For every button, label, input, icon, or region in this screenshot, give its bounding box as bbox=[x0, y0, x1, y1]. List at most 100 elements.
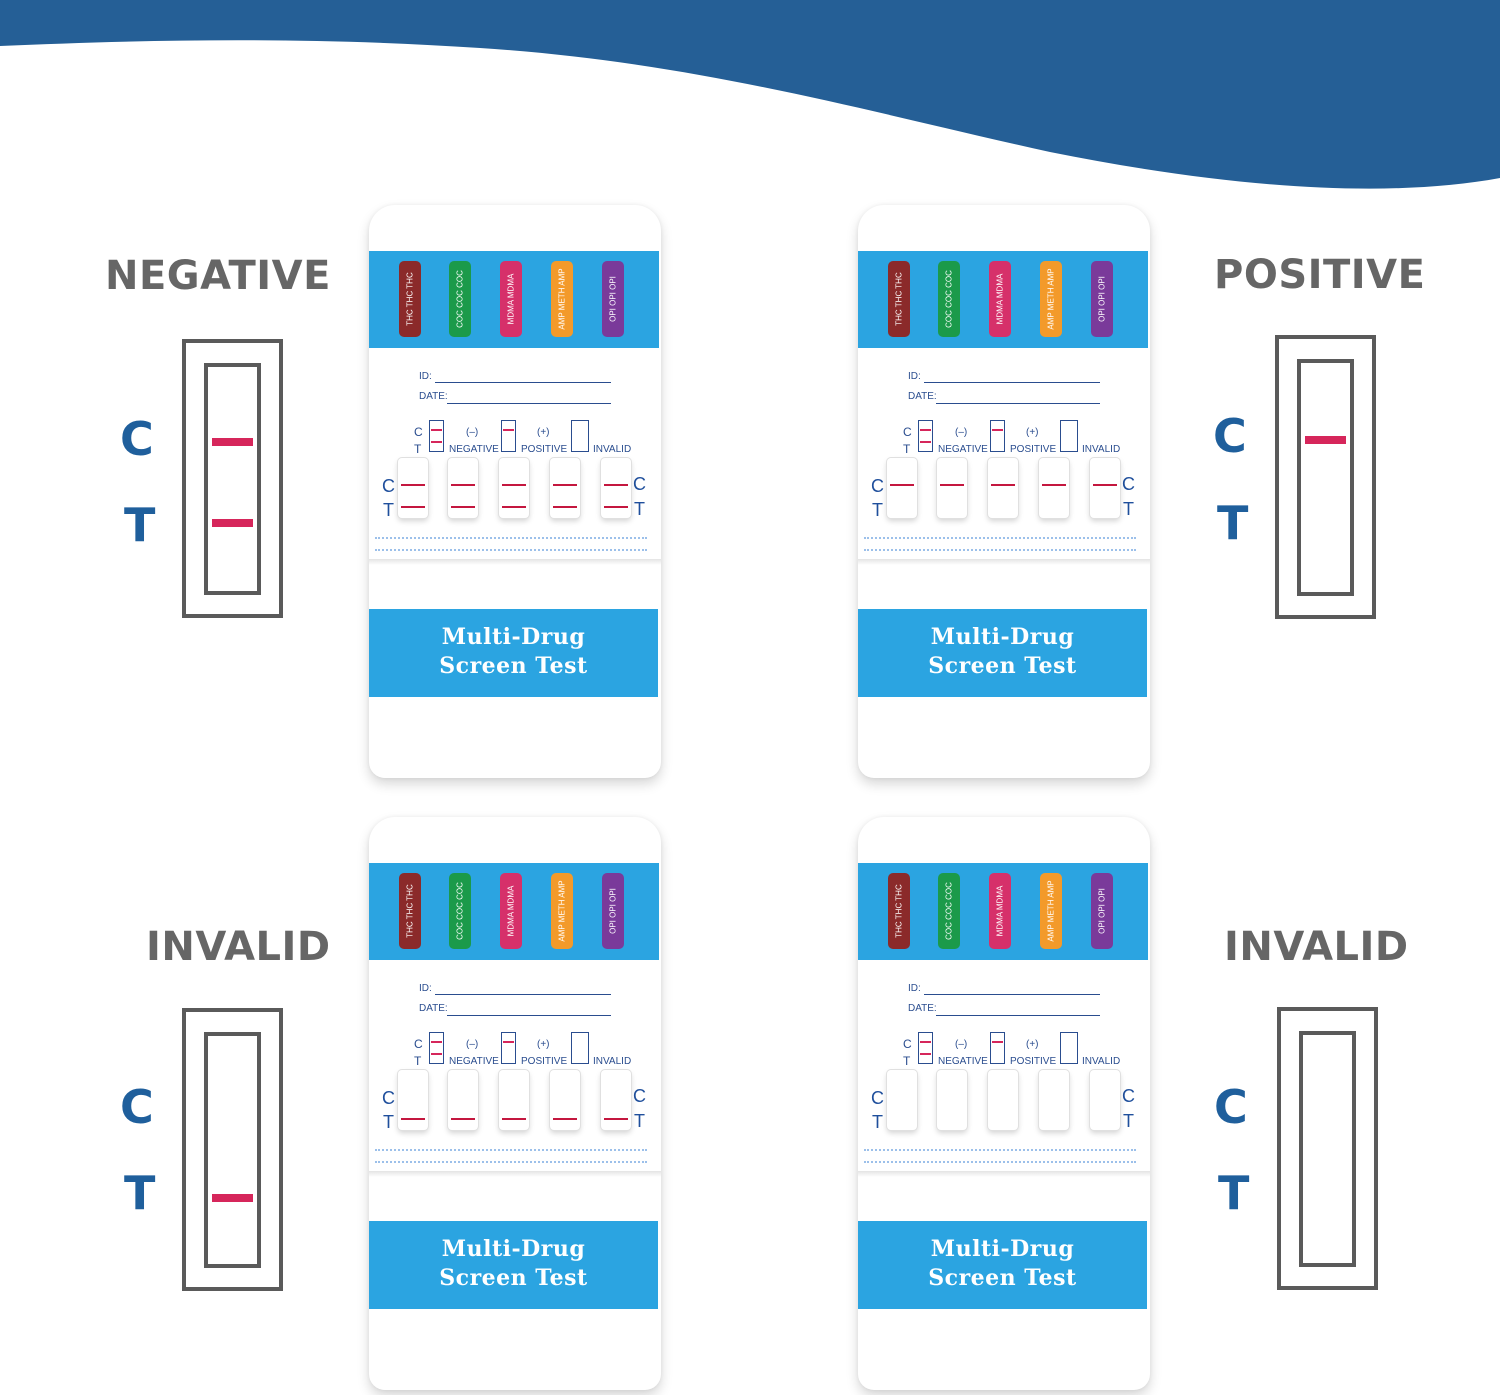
drug-strip: MDMA MDMA bbox=[500, 873, 522, 949]
invalid-left-t-line bbox=[212, 1194, 253, 1202]
device-step bbox=[858, 559, 1150, 565]
key-negative-box bbox=[918, 420, 933, 452]
result-window bbox=[499, 458, 529, 518]
side-c-right: C bbox=[633, 474, 646, 494]
header-wave bbox=[0, 0, 1500, 189]
product-name-line1: Multi-Drug bbox=[930, 624, 1075, 650]
key-invalid-label: INVALID bbox=[593, 444, 632, 455]
window-t-line bbox=[502, 1118, 526, 1120]
key-invalid-label: INVALID bbox=[1082, 1056, 1121, 1067]
key-positive-sign: (+) bbox=[1026, 427, 1039, 438]
key-t: T bbox=[903, 1054, 911, 1068]
invalid-left-c-letter: C bbox=[120, 1080, 154, 1134]
key-c: C bbox=[903, 1037, 912, 1051]
dotted-guide bbox=[864, 549, 1136, 551]
drug-strip: AMP METH AMP bbox=[551, 873, 573, 949]
key-positive-label: POSITIVE bbox=[1010, 1056, 1057, 1067]
drug-strip: AMP METH AMP bbox=[1040, 873, 1062, 949]
result-window bbox=[1039, 458, 1069, 518]
result-window bbox=[499, 1070, 529, 1130]
product-name-line1: Multi-Drug bbox=[441, 624, 586, 650]
key-positive-label: POSITIVE bbox=[521, 444, 568, 455]
negative-title: NEGATIVE bbox=[105, 253, 331, 299]
result-window bbox=[448, 458, 478, 518]
drug-strip: MDMA MDMA bbox=[989, 261, 1011, 337]
result-window bbox=[398, 458, 428, 518]
negative-diagram bbox=[182, 339, 283, 618]
key-positive-label: POSITIVE bbox=[521, 1056, 568, 1067]
key-positive-sign: (+) bbox=[1026, 1039, 1039, 1050]
product-name-line1: Multi-Drug bbox=[441, 1236, 586, 1262]
side-c-right: C bbox=[1122, 1086, 1135, 1106]
key-invalid-box bbox=[1060, 1032, 1078, 1064]
drug-strip: COC COC COC bbox=[449, 873, 471, 949]
key-invalid-box bbox=[1060, 420, 1078, 452]
device-step bbox=[369, 559, 661, 565]
invalid-left-title: INVALID bbox=[146, 924, 331, 970]
drug-strip: OPI OPI OPI bbox=[602, 261, 624, 337]
drug-strip: AMP METH AMP bbox=[1040, 261, 1062, 337]
window-c-line bbox=[451, 484, 475, 486]
window-c-line bbox=[1093, 484, 1117, 486]
key-negative-box bbox=[918, 1032, 933, 1064]
drug-strip-label: MDMA MDMA bbox=[995, 885, 1005, 937]
result-window bbox=[1090, 1070, 1120, 1130]
drug-strip: OPI OPI OPI bbox=[1091, 873, 1113, 949]
result-window bbox=[601, 458, 631, 518]
dotted-guide bbox=[375, 1161, 647, 1163]
window-t-line bbox=[604, 1118, 628, 1120]
drug-strip: THC THC THC bbox=[888, 261, 910, 337]
window-c-line bbox=[940, 484, 964, 486]
invalid-right-diagram bbox=[1277, 1007, 1378, 1290]
negative-c-line bbox=[212, 438, 253, 446]
date-line bbox=[447, 1015, 611, 1016]
invalid-right-c-letter: C bbox=[1214, 1080, 1248, 1134]
side-t-left: T bbox=[872, 1112, 883, 1132]
result-window bbox=[937, 458, 967, 518]
key-positive-sign: (+) bbox=[537, 427, 550, 438]
drug-strip-label: COC COC COC bbox=[944, 882, 954, 940]
drug-strip-label: THC THC THC bbox=[405, 884, 415, 938]
key-negative-box bbox=[429, 1032, 444, 1064]
negative-c-letter: C bbox=[120, 412, 154, 466]
drug-strip: THC THC THC bbox=[888, 873, 910, 949]
drug-strip-label: OPI OPI OPI bbox=[608, 888, 618, 934]
window-c-line bbox=[401, 484, 425, 486]
side-c-left: C bbox=[871, 1088, 884, 1108]
window-c-line bbox=[1042, 484, 1066, 486]
result-window bbox=[988, 1070, 1018, 1130]
id-label: ID: bbox=[908, 983, 921, 994]
window-t-line bbox=[451, 506, 475, 508]
key-positive-label: POSITIVE bbox=[1010, 444, 1057, 455]
positive-strip bbox=[1297, 359, 1354, 596]
date-label: DATE: bbox=[419, 1003, 448, 1014]
id-line bbox=[924, 994, 1100, 995]
date-line bbox=[936, 403, 1100, 404]
dotted-guide bbox=[375, 1149, 647, 1151]
side-t-right: T bbox=[1123, 499, 1134, 519]
result-window bbox=[448, 1070, 478, 1130]
id-line bbox=[924, 382, 1100, 383]
drug-strip: THC THC THC bbox=[399, 873, 421, 949]
side-c-right: C bbox=[1122, 474, 1135, 494]
key-positive-box bbox=[501, 420, 516, 452]
result-window bbox=[887, 1070, 917, 1130]
invalid-right-t-letter: T bbox=[1218, 1166, 1250, 1220]
key-negative-box bbox=[429, 420, 444, 452]
result-window bbox=[887, 458, 917, 518]
invalid-right-title: INVALID bbox=[1224, 924, 1409, 970]
drug-strip-label: MDMA MDMA bbox=[506, 273, 516, 325]
result-window bbox=[988, 458, 1018, 518]
invalid-left-diagram bbox=[182, 1008, 283, 1291]
window-t-line bbox=[553, 506, 577, 508]
key-positive-box bbox=[990, 1032, 1005, 1064]
key-positive-box bbox=[501, 1032, 516, 1064]
positive-c-letter: C bbox=[1213, 409, 1247, 463]
result-window bbox=[937, 1070, 967, 1130]
device-step bbox=[858, 1171, 1150, 1177]
drug-strip: MDMA MDMA bbox=[989, 873, 1011, 949]
